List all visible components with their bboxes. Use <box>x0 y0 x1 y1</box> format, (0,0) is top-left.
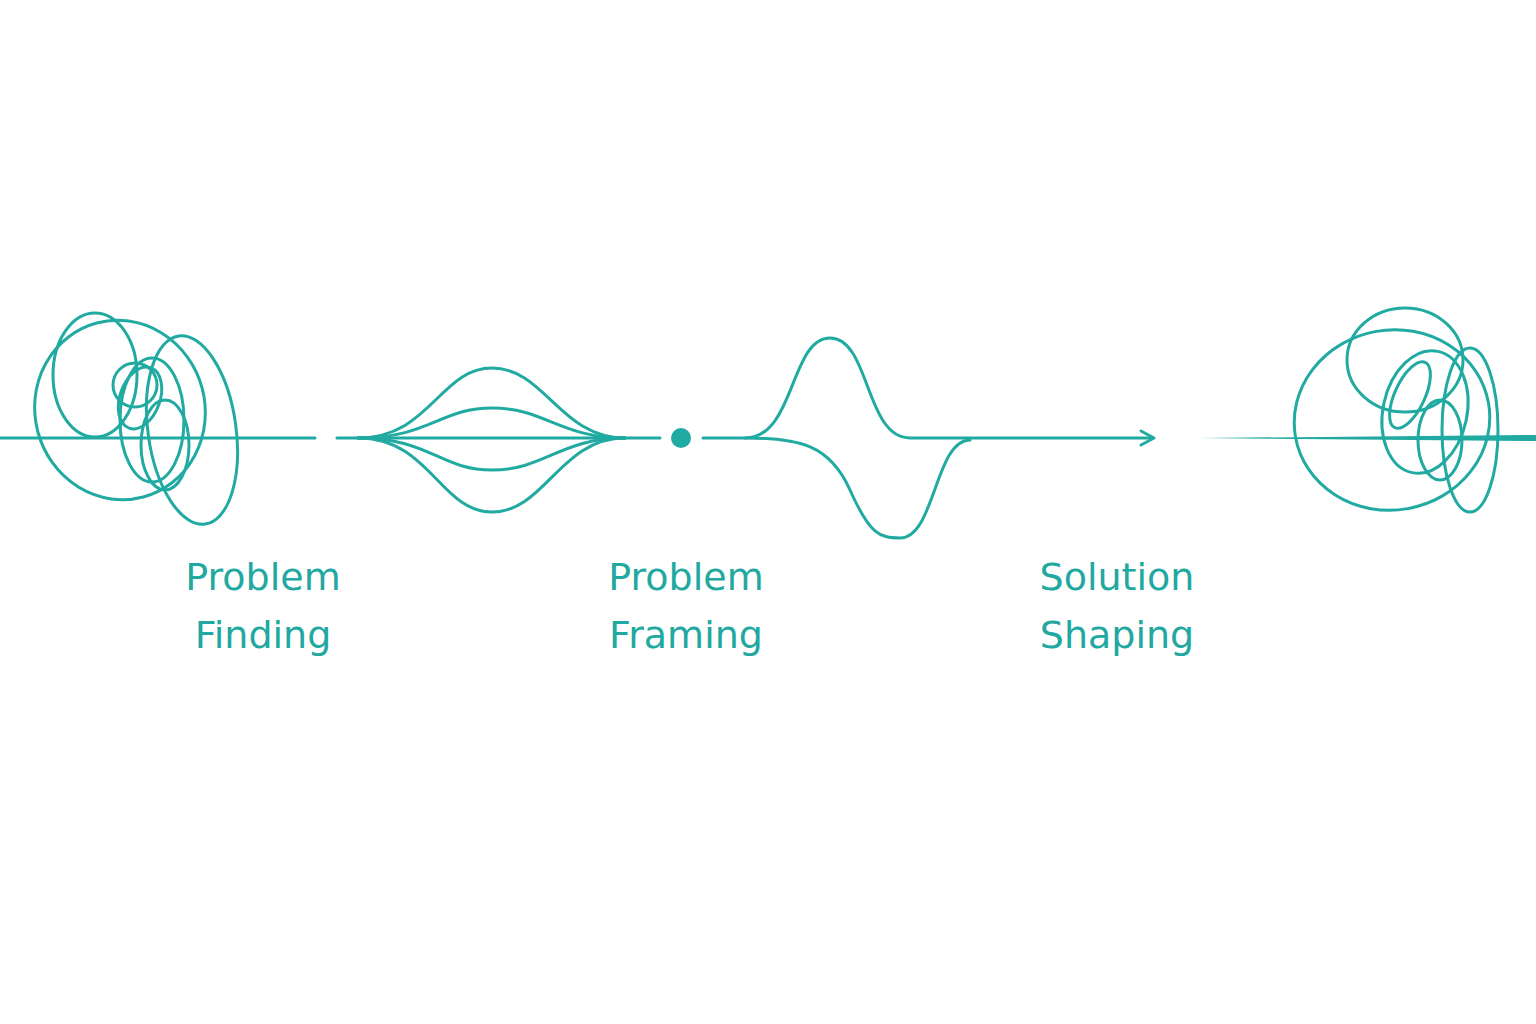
timeline <box>0 437 315 440</box>
tangled-scribble <box>15 301 249 530</box>
stage-label: Problem Framing <box>566 548 806 664</box>
diverging-paths <box>337 368 660 512</box>
stage-label: Solution Shaping <box>997 548 1237 664</box>
solution-wave <box>703 338 1154 538</box>
tangled-scribble <box>1280 308 1504 526</box>
stage-label: Problem Finding <box>143 548 383 664</box>
focus-dot <box>671 428 691 448</box>
